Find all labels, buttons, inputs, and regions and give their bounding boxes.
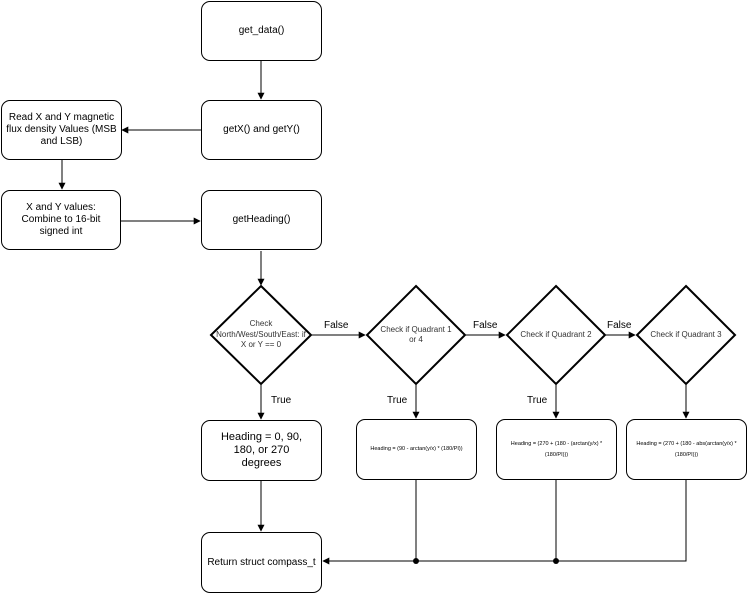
edge-label-true-2: True (387, 395, 408, 406)
node-read-xy-values: Read X and Y magnetic flux density Value… (1, 100, 122, 160)
edge-label-true-1: True (271, 395, 292, 406)
edge-label-false-3: False (607, 320, 632, 331)
node-get-heading: getHeading() (201, 190, 322, 250)
node-get-x-and-y: getX() and getY() (201, 100, 322, 160)
junction-dot-q14 (413, 558, 419, 564)
node-heading-quadrant-3: Heading = (270 + (180 - abs(arctan(y/x) … (626, 419, 747, 480)
edge-label-false-1: False (324, 320, 349, 331)
decision-quadrant-3-label: Check if Quadrant 3 (650, 329, 722, 339)
edge-label-false-2: False (473, 320, 498, 331)
decision-quadrant-1-4-label: Check if Quadrant 1 or 4 (380, 324, 452, 344)
junction-dot-q2 (553, 558, 559, 564)
edge-q3-heading-to-return (322, 480, 687, 565)
node-heading-quadrant-1-4: Heading = (90 - arctan(y/x) * (180/PI)) (356, 419, 477, 480)
node-return-struct: Return struct compass_t (201, 532, 322, 593)
node-combine-16bit: X and Y values: Combine to 16-bit signed… (1, 190, 121, 250)
node-get-data: get_data() (201, 1, 322, 61)
decision-quadrant-2-label: Check if Quadrant 2 (520, 329, 592, 339)
edge-label-true-3: True (527, 395, 548, 406)
node-heading-cardinal: Heading = 0, 90, 180, or 270 degrees (201, 420, 322, 481)
decision-cardinal-label: Check North/West/South/East: if X or Y =… (216, 319, 306, 350)
node-heading-quadrant-2: Heading = (270 + (180 - (arctan(y/x) * (… (496, 419, 617, 480)
